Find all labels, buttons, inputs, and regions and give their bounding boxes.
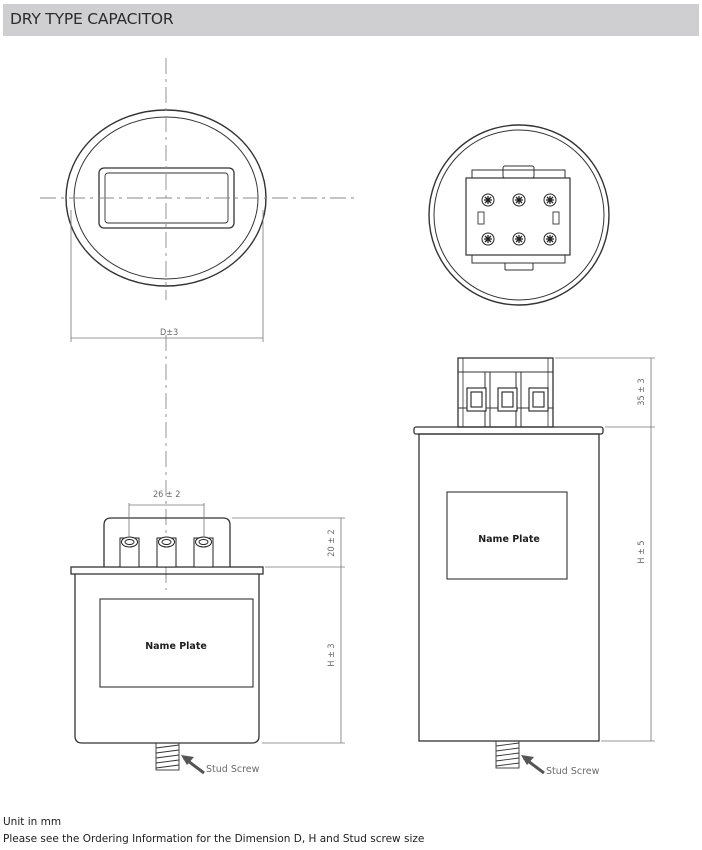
- center-lines-top-left: [40, 58, 356, 590]
- dimension-terminal-spacing-label: 26 ± 2: [153, 490, 180, 500]
- stud-screw-large: [495, 740, 520, 769]
- dimension-terminal-height-large-label: 35 ± 3: [637, 378, 647, 405]
- dimension-d: [70, 210, 264, 342]
- stud-screw-small: [155, 742, 180, 771]
- stud-screw-large-label: Stud Screw: [546, 766, 600, 777]
- page-title: DRY TYPE CAPACITOR: [10, 10, 174, 28]
- stud-screw-small-label: Stud Screw: [206, 764, 260, 775]
- top-view-terminal: [428, 124, 610, 306]
- dimension-d-label: D±3: [160, 328, 178, 338]
- dimension-terminal-spacing: [128, 503, 205, 537]
- stud-arrowhead-large: [521, 755, 534, 765]
- name-plate-large-label: Name Plate: [478, 534, 540, 545]
- dimension-terminal-height-small-label: 20 ± 2: [327, 529, 337, 556]
- name-plate-small-label: Name Plate: [145, 641, 207, 652]
- dimension-height-large: [555, 357, 655, 742]
- terminals-small: [119, 536, 214, 568]
- dimension-body-height-small-label: H ± 3: [327, 643, 337, 666]
- ordering-note: Please see the Ordering Information for …: [3, 833, 425, 845]
- dimension-body-height-large-label: H ± 5: [637, 540, 647, 563]
- stud-arrowhead-small: [181, 755, 194, 765]
- unit-note: Unit in mm: [3, 816, 62, 828]
- terminals-large: [466, 387, 549, 412]
- page-header: DRY TYPE CAPACITOR: [3, 4, 699, 36]
- screw-slots: [484, 196, 554, 243]
- front-view-large: [413, 357, 604, 742]
- technical-drawing: D±3: [40, 58, 655, 777]
- dimension-height-small: [232, 517, 345, 744]
